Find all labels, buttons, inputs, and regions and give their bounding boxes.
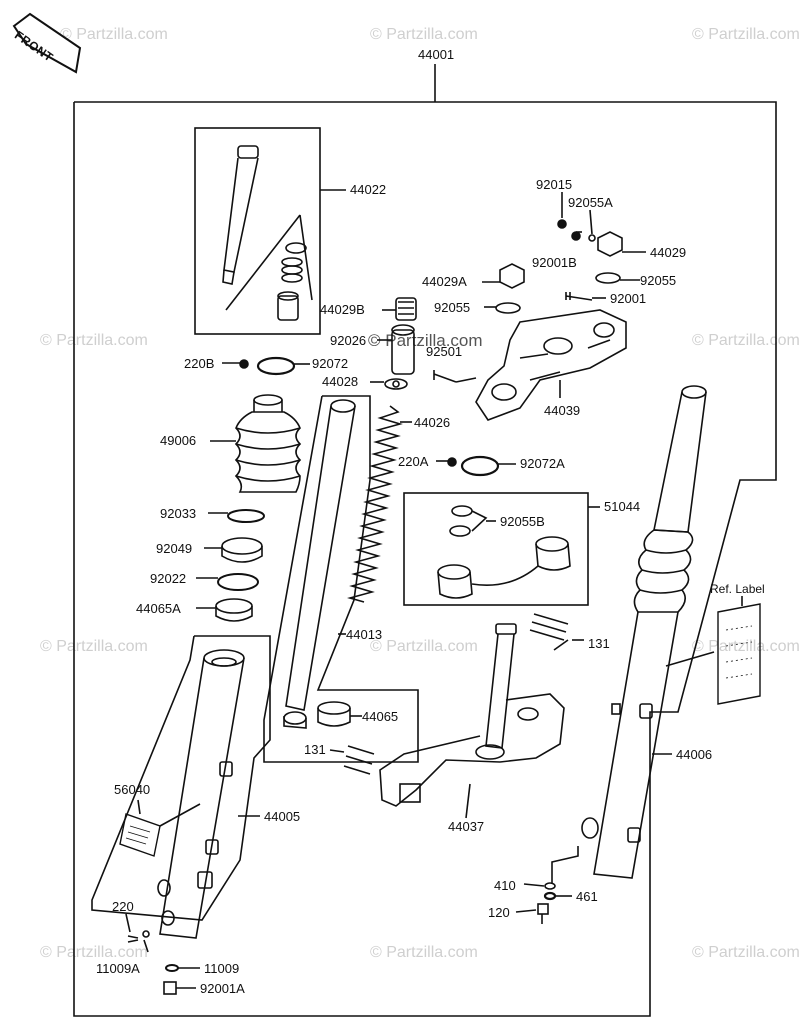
part-44029: 44029 xyxy=(650,245,687,260)
part-56040: 56040 xyxy=(114,782,151,797)
part-92015: 92015 xyxy=(536,177,573,192)
part-44013: 44013 xyxy=(346,627,383,642)
part-44029B: 44029B xyxy=(320,302,365,317)
part-92055-right: 92055 xyxy=(640,273,677,288)
part-49006: 49006 xyxy=(160,433,197,448)
part-220B: 220B xyxy=(184,356,215,371)
part-44028: 44028 xyxy=(322,374,359,389)
outer-tube-44005 xyxy=(157,649,245,939)
part-92001: 92001 xyxy=(610,291,647,306)
box-44005 xyxy=(91,635,271,921)
part-120: 120 xyxy=(488,905,510,920)
part-410: 410 xyxy=(494,878,516,893)
watermark: © Partzilla.com xyxy=(40,332,148,349)
watermark: © Partzilla.com xyxy=(692,638,800,655)
spring-44026 xyxy=(347,405,403,603)
part-44039: 44039 xyxy=(544,403,581,418)
box-44022 xyxy=(194,127,321,335)
part-44029A: 44029A xyxy=(422,274,467,289)
watermark-center: © Partzilla.com xyxy=(368,331,483,350)
upper-bracket-44039 xyxy=(475,309,627,421)
part-11009: 11009 xyxy=(204,961,240,976)
part-92501: 92501 xyxy=(426,344,463,359)
watermark: © Partzilla.com xyxy=(370,944,478,961)
fork-assembly-44006 xyxy=(581,385,707,879)
assembly-frame xyxy=(73,101,777,1017)
part-44005: 44005 xyxy=(264,809,301,824)
watermark: © Partzilla.com xyxy=(692,332,800,349)
watermark: © Partzilla.com xyxy=(370,26,478,43)
part-92055A: 92055A xyxy=(568,195,613,210)
part-92001A: 92001A xyxy=(200,981,245,996)
part-220: 220 xyxy=(112,899,134,914)
part-92001B: 92001B xyxy=(532,255,577,270)
part-92055-mid: 92055 xyxy=(434,300,471,315)
watermark: © Partzilla.com xyxy=(692,26,800,43)
watermark: © Partzilla.com xyxy=(692,944,800,961)
part-44065A: 44065A xyxy=(136,601,181,616)
part-92049: 92049 xyxy=(156,541,193,556)
part-44026: 44026 xyxy=(414,415,451,430)
ref-label-text: Ref. Label xyxy=(710,582,765,596)
watermark: © Partzilla.com xyxy=(40,638,148,655)
watermark: © Partzilla.com xyxy=(40,944,148,961)
part-92033: 92033 xyxy=(160,506,197,521)
part-220A: 220A xyxy=(398,454,429,469)
part-44001: 44001 xyxy=(418,47,455,62)
part-44006: 44006 xyxy=(676,747,713,762)
part-92072: 92072 xyxy=(312,356,349,371)
part-44022: 44022 xyxy=(350,182,387,197)
inner-tube-44013 xyxy=(283,399,356,729)
part-92055B: 92055B xyxy=(500,514,545,529)
box-51044 xyxy=(403,492,589,606)
part-461: 461 xyxy=(576,889,598,904)
part-92026: 92026 xyxy=(330,333,367,348)
watermark: © Partzilla.com xyxy=(60,26,168,43)
fork-boot-49006 xyxy=(234,394,302,493)
part-44065: 44065 xyxy=(362,709,399,724)
tube-44022 xyxy=(222,145,259,285)
part-44037: 44037 xyxy=(448,819,485,834)
part-92072A: 92072A xyxy=(520,456,565,471)
part-131-left: 131 xyxy=(304,742,326,757)
watermark: © Partzilla.com xyxy=(370,638,478,655)
part-51044: 51044 xyxy=(604,499,641,514)
box-44013 xyxy=(263,395,419,763)
part-92022: 92022 xyxy=(150,571,187,586)
lower-bracket-44037 xyxy=(379,623,565,807)
part-11009A: 11009A xyxy=(96,961,140,976)
ref-label-card xyxy=(717,603,761,705)
front-arrow-icon xyxy=(12,12,82,74)
part-131-right: 131 xyxy=(588,636,610,651)
